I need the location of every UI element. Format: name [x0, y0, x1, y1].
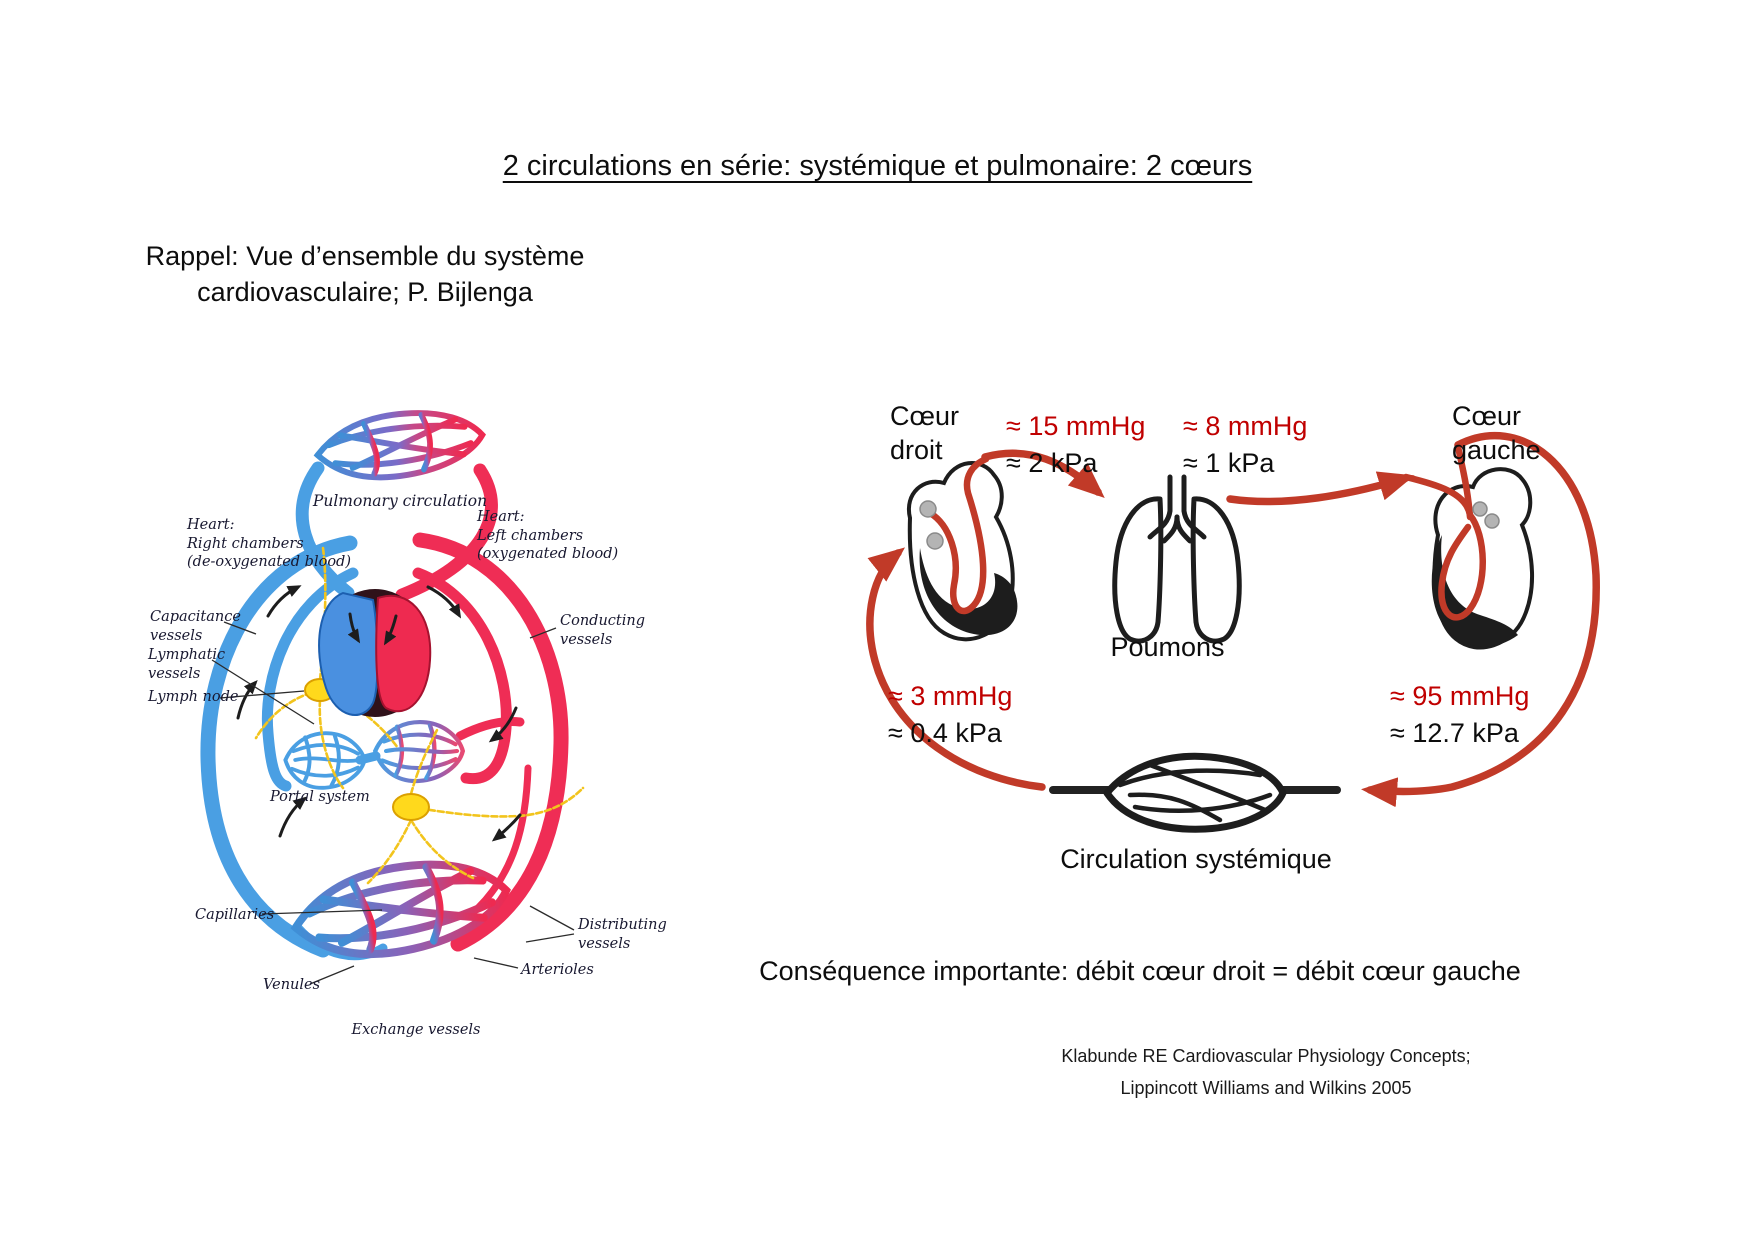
left-heart-icon	[1402, 443, 1534, 650]
portal-system-label: Portal system	[270, 789, 370, 805]
citation: Klabunde RE Cardiovascular Physiology Co…	[1000, 1040, 1532, 1105]
lungs-icon	[1112, 474, 1242, 644]
vena-cava-arrow	[866, 547, 1046, 791]
systemic-capillaries-icon	[1049, 752, 1341, 833]
circuit-drawing	[866, 432, 1600, 833]
consequence-text: Conséquence importante: débit cœur droit…	[759, 956, 1521, 986]
heart-left-chambers	[375, 594, 432, 713]
pulmonary-artery-arrow	[981, 449, 1105, 498]
pulmonary-vein-arrow	[1226, 471, 1415, 506]
pulmonary-veins-pressure: ≈ 8 mmHg ≈ 1 kPa	[1183, 411, 1308, 479]
citation-line1: Klabunde RE Cardiovascular Physiology Co…	[1061, 1046, 1471, 1066]
right-heart-icon	[906, 455, 1018, 642]
pulmonary-circulation-label: Pulmonary circulation	[312, 492, 488, 510]
anatomy-figure: Pulmonary circulation Heart: Right chamb…	[128, 388, 683, 1060]
citation-line2: Lippincott Williams and Wilkins 2005	[1120, 1078, 1412, 1099]
systemic-circulation-label: Circulation systémique	[1060, 844, 1332, 874]
exchange-vessels-label: Exchange vessels	[351, 1022, 481, 1038]
recall-note: Rappel: Vue d’ensemble du système cardio…	[130, 238, 600, 311]
pulmonary-artery-tube	[295, 461, 355, 600]
conducting-vessels-label: Conducting vessels	[560, 613, 645, 648]
lymphatic-vessels-label: Lymphatic vessels	[148, 647, 226, 682]
heart-right-label: Heart: Right chambers (de-oxygenated blo…	[187, 517, 351, 571]
heart-center	[318, 589, 432, 717]
venules-label: Venules	[263, 977, 321, 993]
recall-note-line1: Rappel: Vue d’ensemble du système	[145, 241, 585, 271]
recall-note-line2: cardiovasculaire; P. Bijlenga	[197, 277, 533, 308]
page-title: 2 circulations en série: systémique et p…	[502, 150, 1253, 182]
capacitance-vessels-label: Capacitance vessels	[150, 609, 241, 644]
pulmonary-vein-tube	[395, 463, 498, 602]
aorta-pressure: ≈ 95 mmHg ≈ 12.7 kPa	[1390, 681, 1530, 749]
right-heart-label: Cœur droit	[890, 401, 959, 465]
circuit-diagram: Cœur droit ≈ 15 mmHg ≈ 2 kPa ≈ 8 mmHg ≈ …	[790, 395, 1670, 895]
heart-left-label: Heart: Left chambers (oxygenated blood)	[477, 509, 619, 563]
label-pointer-lines	[211, 621, 575, 985]
venous-return-pressure: ≈ 3 mmHg ≈ 0.4 kPa	[888, 681, 1013, 749]
anatomy-figure-drawing	[200, 388, 585, 985]
pulmonary-artery-pressure: ≈ 15 mmHg ≈ 2 kPa	[1006, 411, 1146, 479]
lymphatic-vessels	[254, 546, 585, 885]
capillaries-label: Capillaries	[195, 907, 275, 923]
aorta-arrow	[1361, 432, 1600, 808]
arterioles-label: Arterioles	[521, 962, 594, 978]
lymph-node-2	[392, 793, 430, 821]
lungs-label: Poumons	[1110, 632, 1225, 662]
distributing-vessels-label: Distributing vessels	[578, 917, 667, 952]
pulmonary-capillaries-mesh	[314, 404, 486, 485]
lymph-node-label: Lymph node	[148, 689, 239, 705]
left-heart-label: Cœur gauche	[1452, 401, 1541, 465]
portal-system-mesh	[283, 731, 367, 790]
conducting-vessels-artery-loop	[412, 532, 569, 952]
